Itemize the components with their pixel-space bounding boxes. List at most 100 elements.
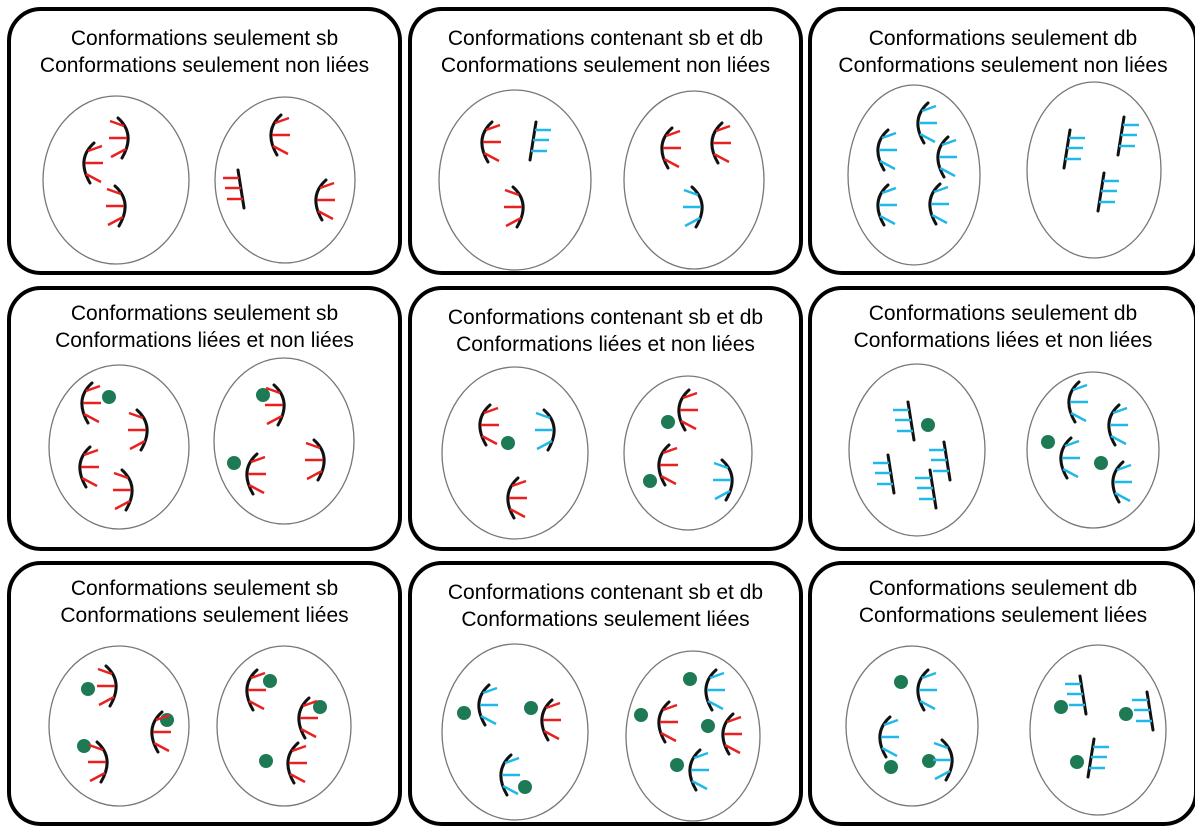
blue-branch-conformation-icon [878,715,899,759]
blue-branch-conformation-icon [1107,403,1128,447]
green-ligand-dot-icon [634,708,648,722]
red-branch-conformation-icon [297,696,318,740]
red-branch-conformation-icon [286,741,307,785]
panel-title-line2: Conformations liées et non liées [853,329,1153,352]
green-ligand-dot-icon [81,682,95,696]
green-ligand-dot-icon [259,754,273,768]
conformation-panel: Conformations contenant sb et db Conforma… [408,286,803,551]
red-branch-conformation-icon [97,664,118,708]
red-branch-conformation-icon [660,126,681,170]
green-ligand-dot-icon [1041,435,1055,449]
blue-branch-conformation-icon [928,182,949,226]
panel-title-line1: Conformations contenant sb et db [447,27,764,50]
panel-title-line2: Conformations liées et non liées [456,333,755,356]
panel-title-line2: Conformations seulement liées [461,608,750,631]
ensemble-ellipse [1026,371,1160,529]
panel-title-line2: Conformations seulement non liées [440,54,771,77]
red-branch-conformation-icon [480,120,501,164]
green-ligand-dot-icon [256,388,270,402]
ensemble-ellipse [441,366,589,540]
panel-title-line1: Conformations seulement sb [70,302,339,325]
blue-branch-conformation-icon [1096,171,1119,213]
ensemble-ellipse [623,375,753,531]
red-branch-conformation-icon [106,184,127,228]
panel-title-line2: Conformations seulement non liées [39,54,370,77]
red-branch-conformation-icon [677,388,698,432]
panel-title: Conformations contenant sb et db Conforma… [412,579,799,633]
red-branch-conformation-icon [710,121,731,165]
blue-branch-conformation-icon [1065,674,1088,716]
green-ligand-dot-icon [1119,707,1133,721]
red-branch-conformation-icon [88,740,109,784]
blue-branch-conformation-icon [873,453,896,495]
blue-branch-conformation-icon [1062,128,1085,170]
panel-title-line1: Conformations contenant sb et db [447,581,764,604]
ensemble-ellipse [48,364,190,530]
ensemble-ellipse [48,645,190,807]
red-branch-conformation-icon [150,710,171,754]
green-ligand-dot-icon [102,390,116,404]
blue-branch-conformation-icon [499,753,520,797]
blue-branch-conformation-icon [1132,690,1155,732]
panel-title-line1: Conformations seulement sb [70,27,339,50]
red-branch-conformation-icon [80,381,101,425]
green-ligand-dot-icon [1094,456,1108,470]
blue-branch-conformation-icon [916,668,937,712]
panel-title: Conformations contenant sb et db Conforma… [412,25,799,79]
green-ligand-dot-icon [894,675,908,689]
red-branch-conformation-icon [78,445,99,489]
blue-branch-conformation-icon [876,128,897,172]
red-branch-conformation-icon [269,113,290,157]
blue-branch-conformation-icon [528,120,551,162]
red-branch-conformation-icon [506,476,527,520]
green-ligand-dot-icon [670,758,684,772]
blue-branch-conformation-icon [477,683,498,727]
red-branch-conformation-icon [109,116,130,160]
green-ligand-dot-icon [524,701,538,715]
blue-branch-conformation-icon [933,738,954,782]
green-ligand-dot-icon [263,674,277,688]
green-ligand-dot-icon [884,760,898,774]
blue-branch-conformation-icon [1111,460,1132,504]
ensemble-ellipse [438,89,592,271]
green-ligand-dot-icon [921,418,935,432]
ensemble-ellipse [848,363,986,537]
ensemble-ellipse [623,90,765,270]
green-ligand-dot-icon [683,672,697,686]
ensemble-ellipse [625,650,761,822]
red-branch-conformation-icon [504,185,525,229]
blue-branch-conformation-icon [915,468,938,510]
red-branch-conformation-icon [223,168,246,210]
blue-branch-conformation-icon [876,183,897,227]
blue-branch-conformation-icon [893,400,916,442]
green-ligand-dot-icon [518,780,532,794]
panel-title-line1: Conformations seulement db [868,302,1138,325]
conformation-panel: Conformations contenant sb et db Conforma… [408,7,803,275]
ensemble-ellipse [42,95,190,265]
red-branch-conformation-icon [113,468,134,512]
panel-title: Conformations seulement db Conformations … [812,300,1194,354]
green-ligand-dot-icon [1054,700,1068,714]
red-branch-conformation-icon [265,383,286,427]
green-ligand-dot-icon [643,474,657,488]
red-branch-conformation-icon [82,141,103,185]
blue-branch-conformation-icon [929,440,952,482]
ensemble-ellipse [441,643,589,821]
panel-title-line1: Conformations contenant sb et db [447,306,764,329]
blue-branch-conformation-icon [1067,380,1088,424]
panel-title-line2: Conformations seulement liées [858,604,1148,627]
conformation-panel: Conformations seulement sb Conformations … [7,7,402,275]
red-branch-conformation-icon [245,668,266,712]
green-ligand-dot-icon [77,739,91,753]
blue-branch-conformation-icon [916,101,937,145]
ensemble-ellipse [847,84,981,266]
